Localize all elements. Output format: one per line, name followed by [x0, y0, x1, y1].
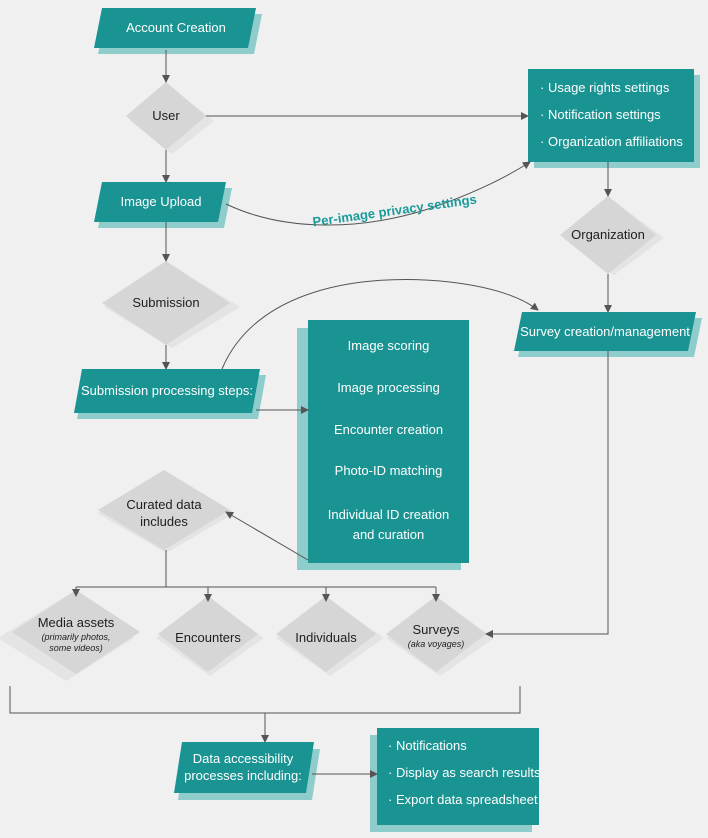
surveys-sub: (aka voyages) [407, 639, 465, 649]
individuals-label: Individuals [295, 630, 357, 645]
processing-step: and curation [352, 527, 425, 542]
curated-label-line1: Curated data [126, 497, 202, 512]
media-assets-label: Media assets [37, 615, 115, 630]
encounters-label: Encounters [175, 630, 241, 645]
output-item: Display as search results [388, 759, 541, 786]
processing-box-shape [308, 320, 469, 563]
output-item: Notifications [388, 732, 540, 759]
data-access-shape [174, 742, 314, 793]
user-label: User [152, 108, 180, 123]
submission-diamond [102, 261, 230, 345]
data-access-label-line2: processes including: [184, 768, 302, 783]
curated-label-line2: includes [140, 514, 188, 529]
edge-curated-bracket [9, 686, 521, 714]
edge-processing-to-survey [221, 279, 539, 370]
edge-upload-privacy [225, 161, 531, 226]
image-upload-label: Image Upload [120, 194, 202, 209]
edge-survey-mgmt-to-surveys [485, 351, 609, 638]
media-diamond [12, 590, 140, 674]
processing-step: Photo-ID matching [334, 463, 443, 478]
encounters-diamond [158, 596, 258, 672]
processing-step: Image processing [337, 380, 440, 395]
settings-item: Usage rights settings [540, 74, 683, 101]
media-assets-sub1: (primarily photos, [41, 632, 111, 642]
organization-diamond [560, 196, 656, 274]
processing-step: Individual ID creation [327, 507, 450, 522]
data-access-label-line1: Data accessibility [192, 751, 294, 766]
user-diamond [126, 82, 206, 150]
individuals-diamond [276, 596, 376, 672]
processing-step: Image scoring [347, 338, 430, 353]
surveys-label: Surveys [412, 622, 460, 637]
outputs-list: Notifications Display as search results … [388, 732, 541, 813]
edge-steps-to-curated [225, 511, 309, 561]
processing-step: Encounter creation [333, 422, 444, 437]
processing-steps-list: Image scoring Image processing Encounter… [308, 320, 469, 563]
image-upload-shape [94, 182, 226, 222]
submission-processing-shape [74, 369, 260, 413]
survey-management-label: Survey creation/management [520, 324, 690, 339]
submission-processing-label: Submission processing steps: [81, 383, 253, 398]
account-creation-shape [94, 8, 256, 48]
submission-label: Submission [132, 295, 200, 310]
media-assets-sub2: some videos) [49, 643, 103, 653]
settings-item: Notification settings [540, 101, 683, 128]
settings-item: Organization affiliations [540, 128, 683, 155]
curated-diamond [98, 470, 230, 550]
survey-management-shape [514, 312, 696, 351]
organization-label: Organization [571, 227, 645, 242]
account-creation-label: Account Creation [126, 20, 226, 35]
output-item: Export data spreadsheet [388, 786, 540, 813]
surveys-diamond [386, 596, 486, 672]
settings-list: Usage rights settings Notification setti… [540, 74, 683, 155]
